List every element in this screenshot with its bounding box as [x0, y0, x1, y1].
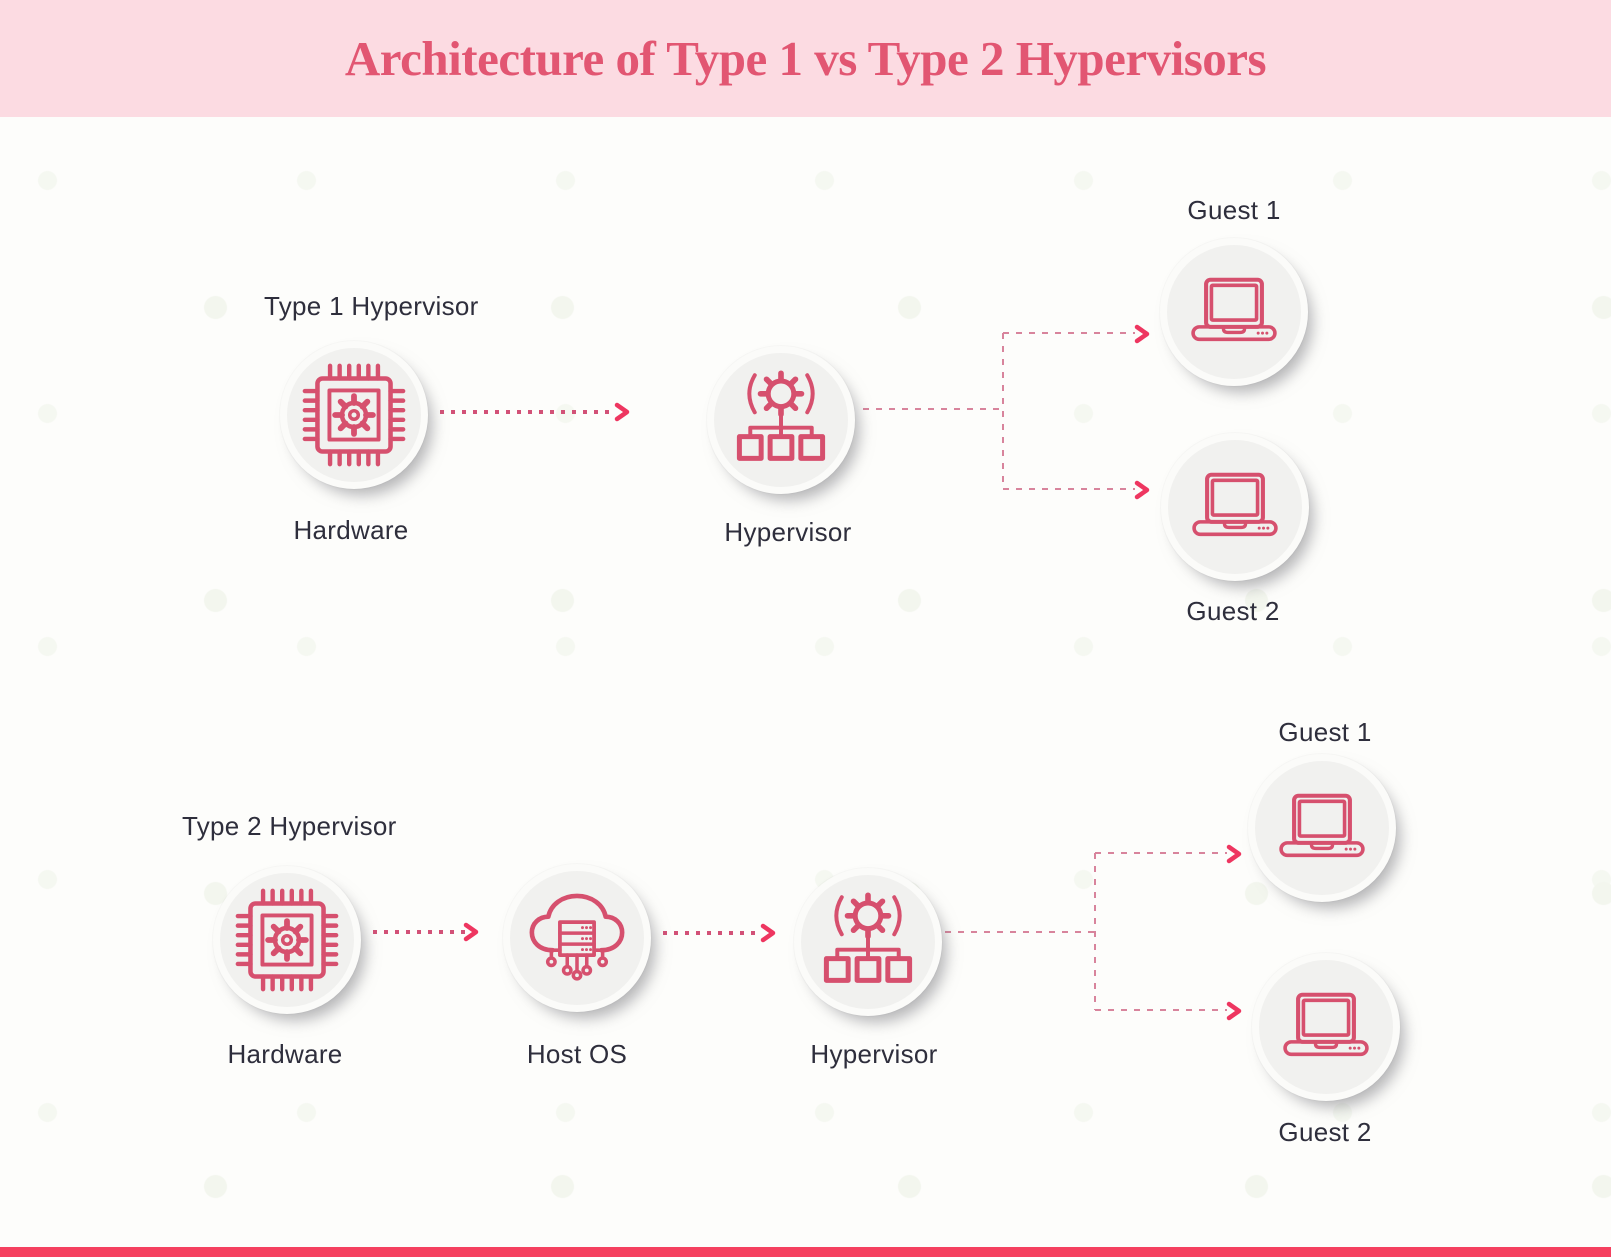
- arrowhead-icon: [1134, 480, 1150, 500]
- type2-hostos-node: [503, 864, 651, 1012]
- type2-branch-to-guest1: [1095, 852, 1227, 854]
- type1-arrow-hardware-to-hypervisor: [440, 410, 616, 414]
- laptop-icon: [1192, 472, 1278, 537]
- type2-arrow-hostos-to-hypervisor: [663, 931, 762, 935]
- hypervisor-gear-icon: [823, 892, 913, 983]
- footer-accent-bar: [0, 1247, 1611, 1257]
- type1-hypervisor-node: [707, 346, 855, 494]
- type2-hardware-label: Hardware: [227, 1039, 343, 1069]
- arrowhead-icon: [1226, 1001, 1242, 1021]
- type2-hypervisor-label: Hypervisor: [810, 1039, 938, 1069]
- type1-branch-to-guest1: [1003, 332, 1135, 334]
- type2-guest1-label: Guest 1: [1278, 717, 1372, 747]
- chip-icon: [302, 363, 406, 467]
- arrowhead-icon: [760, 923, 776, 943]
- type1-branch-vertical: [1002, 333, 1004, 489]
- laptop-icon: [1283, 992, 1369, 1057]
- type1-guest2-node: [1161, 433, 1309, 581]
- laptop-icon: [1279, 793, 1365, 858]
- cloud-server-icon: [529, 893, 625, 981]
- type2-section-label: Type 2 Hypervisor: [182, 811, 397, 841]
- type1-branch-to-guest2: [1003, 488, 1135, 490]
- type2-branch-stem: [945, 931, 1095, 933]
- type1-hardware-node: [280, 341, 428, 489]
- hypervisor-gear-icon: [736, 370, 826, 461]
- type2-guest1-node: [1248, 754, 1396, 902]
- type1-guest2-label: Guest 2: [1186, 596, 1280, 626]
- chip-icon: [235, 888, 339, 992]
- type2-branch-to-guest2: [1095, 1009, 1227, 1011]
- page-title: Architecture of Type 1 vs Type 2 Hypervi…: [344, 31, 1267, 86]
- arrowhead-icon: [1226, 844, 1242, 864]
- type1-section-label: Type 1 Hypervisor: [264, 291, 479, 321]
- type1-guest1-node: [1160, 238, 1308, 386]
- type2-hypervisor-node: [794, 868, 942, 1016]
- type2-arrow-hardware-to-hostos: [373, 930, 465, 934]
- type2-branch-vertical: [1094, 853, 1096, 1010]
- laptop-icon: [1191, 277, 1277, 342]
- type1-hypervisor-label: Hypervisor: [724, 517, 852, 547]
- arrowhead-icon: [614, 402, 630, 422]
- header-banner: Architecture of Type 1 vs Type 2 Hypervi…: [0, 0, 1611, 117]
- type2-hardware-node: [213, 866, 361, 1014]
- arrowhead-icon: [1134, 324, 1150, 344]
- type2-guest2-label: Guest 2: [1278, 1117, 1372, 1147]
- arrowhead-icon: [463, 922, 479, 942]
- type1-hardware-label: Hardware: [293, 515, 409, 545]
- type2-hostos-label: Host OS: [526, 1039, 628, 1069]
- type2-guest2-node: [1252, 953, 1400, 1101]
- type1-guest1-label: Guest 1: [1187, 195, 1281, 225]
- type1-branch-stem: [863, 408, 1003, 410]
